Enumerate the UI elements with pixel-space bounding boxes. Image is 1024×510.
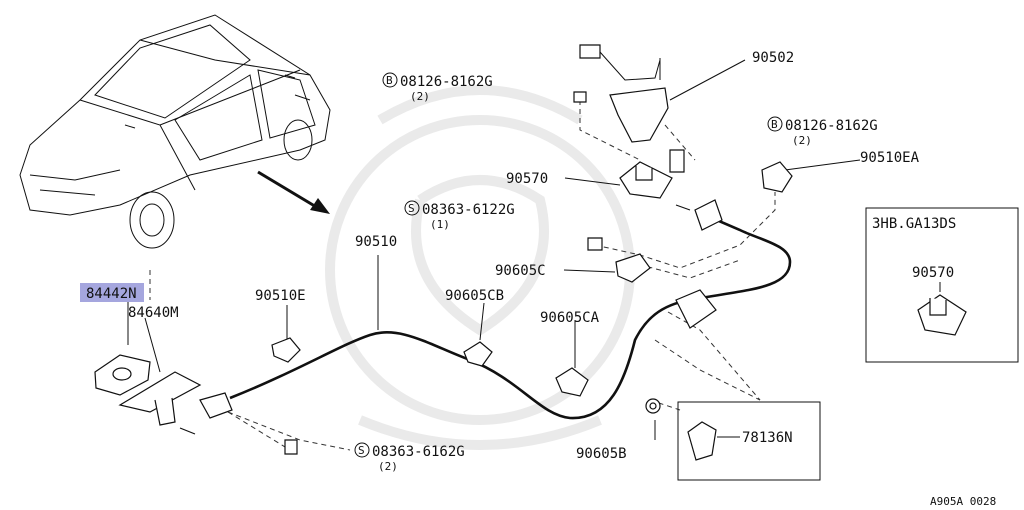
fastener-b2: B 08126-8162G (2) (767, 116, 878, 147)
fastener-s1: S 08363-6122G (1) (404, 200, 515, 231)
inset-3hb (865, 207, 1019, 363)
release-cable (229, 216, 792, 420)
direction-arrow (257, 170, 330, 214)
label-90605b: 90605B (576, 446, 627, 462)
label-90510: 90510 (355, 234, 397, 250)
label-84442n: 84442N (86, 286, 137, 302)
cable-clip-90510e (271, 337, 301, 363)
fastener-s2-mark: S (358, 444, 365, 457)
fastener-b1-qty: (2) (410, 90, 430, 103)
label-90510e: 90510E (255, 288, 306, 304)
label-leaders (127, 59, 861, 440)
lock-striker-90570 (619, 161, 673, 199)
fastener-b1-code: 08126-8162G (400, 74, 493, 90)
cable-clip-90605ca (555, 367, 589, 397)
fastener-s2-qty: (2) (378, 460, 398, 473)
fastener-b1: B 08126-8162G (2) (382, 72, 493, 103)
label-78136n: 78136N (742, 430, 793, 446)
label-90570: 90570 (506, 171, 548, 187)
label-90605ca: 90605CA (540, 310, 600, 326)
cable-clip-90605c (615, 253, 651, 283)
hood-release-handle (94, 354, 233, 435)
highlight-84442n (80, 283, 144, 302)
label-90502: 90502 (752, 50, 794, 66)
fastener-s2-code: 08363-6162G (372, 444, 465, 460)
fastener-b2-mark: B (771, 118, 778, 131)
label-90605cb: 90605CB (445, 288, 504, 304)
fastener-b2-qty: (2) (792, 134, 812, 147)
watermark-emblem (325, 85, 635, 450)
fastener-s1-qty: (1) (430, 218, 450, 231)
drawing-code: A905A 0028 (930, 495, 996, 508)
label-90510ea: 90510EA (860, 150, 920, 166)
fastener-b2-code: 08126-8162G (785, 118, 878, 134)
label-90570-inset: 90570 (912, 265, 954, 281)
grommet-90605b (645, 398, 661, 414)
inset-78136n (677, 401, 821, 481)
fastener-s1-mark: S (408, 202, 415, 215)
cable-end-fittings (675, 199, 723, 329)
cable-clip-90605cb (463, 341, 493, 367)
fastener-s2: S 08363-6162G (2) (354, 442, 465, 473)
lock-assembly-90502 (579, 44, 669, 143)
fastener-b1-mark: B (386, 74, 393, 87)
inset-title: 3HB.GA13DS (872, 216, 956, 232)
car-illustration (19, 14, 331, 249)
bolts (284, 91, 685, 455)
switch-90510ea (761, 161, 793, 193)
label-90605c: 90605C (495, 263, 546, 279)
fastener-s1-code: 08363-6122G (422, 202, 515, 218)
label-84640m: 84640M (128, 305, 179, 321)
